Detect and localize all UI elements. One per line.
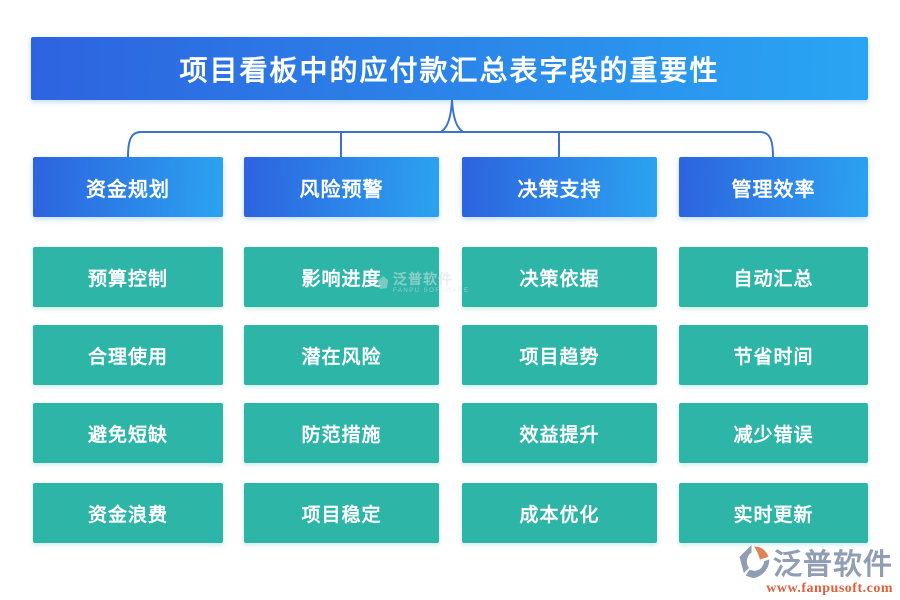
item-box: 决策依据 (462, 247, 657, 307)
item-box: 实时更新 (679, 483, 868, 543)
column-header-decision-support: 决策支持 (462, 157, 657, 217)
column-header-management-efficiency: 管理效率 (679, 157, 868, 217)
page-title: 项目看板中的应付款汇总表字段的重要性 (31, 37, 868, 100)
item-box: 节省时间 (679, 325, 868, 385)
item-box: 资金浪费 (33, 483, 223, 543)
brand-url: www.fanpusoft.com (766, 581, 893, 596)
item-box: 合理使用 (33, 325, 223, 385)
item-box: 效益提升 (462, 403, 657, 463)
item-box: 减少错误 (679, 403, 868, 463)
brand-logo: 泛普软件 www.fanpusoft.com (737, 541, 893, 597)
column-header-funds-planning: 资金规划 (33, 157, 223, 217)
item-box: 影响进度 (244, 247, 439, 307)
item-box: 自动汇总 (679, 247, 868, 307)
fanpu-logo-icon (739, 545, 770, 579)
bracket-line (127, 131, 774, 158)
root-stem-line (441, 99, 453, 132)
item-box: 避免短缺 (33, 403, 223, 463)
item-box: 项目稳定 (244, 483, 439, 543)
root-stem-line-right (451, 99, 463, 132)
item-box: 项目趋势 (462, 325, 657, 385)
item-box: 预算控制 (33, 247, 223, 307)
column-header-risk-warning: 风险预警 (244, 157, 439, 217)
brand-name: 泛普软件 (772, 549, 893, 581)
item-box: 成本优化 (462, 483, 657, 543)
item-box: 潜在风险 (244, 325, 439, 385)
item-box: 防范措施 (244, 403, 439, 463)
